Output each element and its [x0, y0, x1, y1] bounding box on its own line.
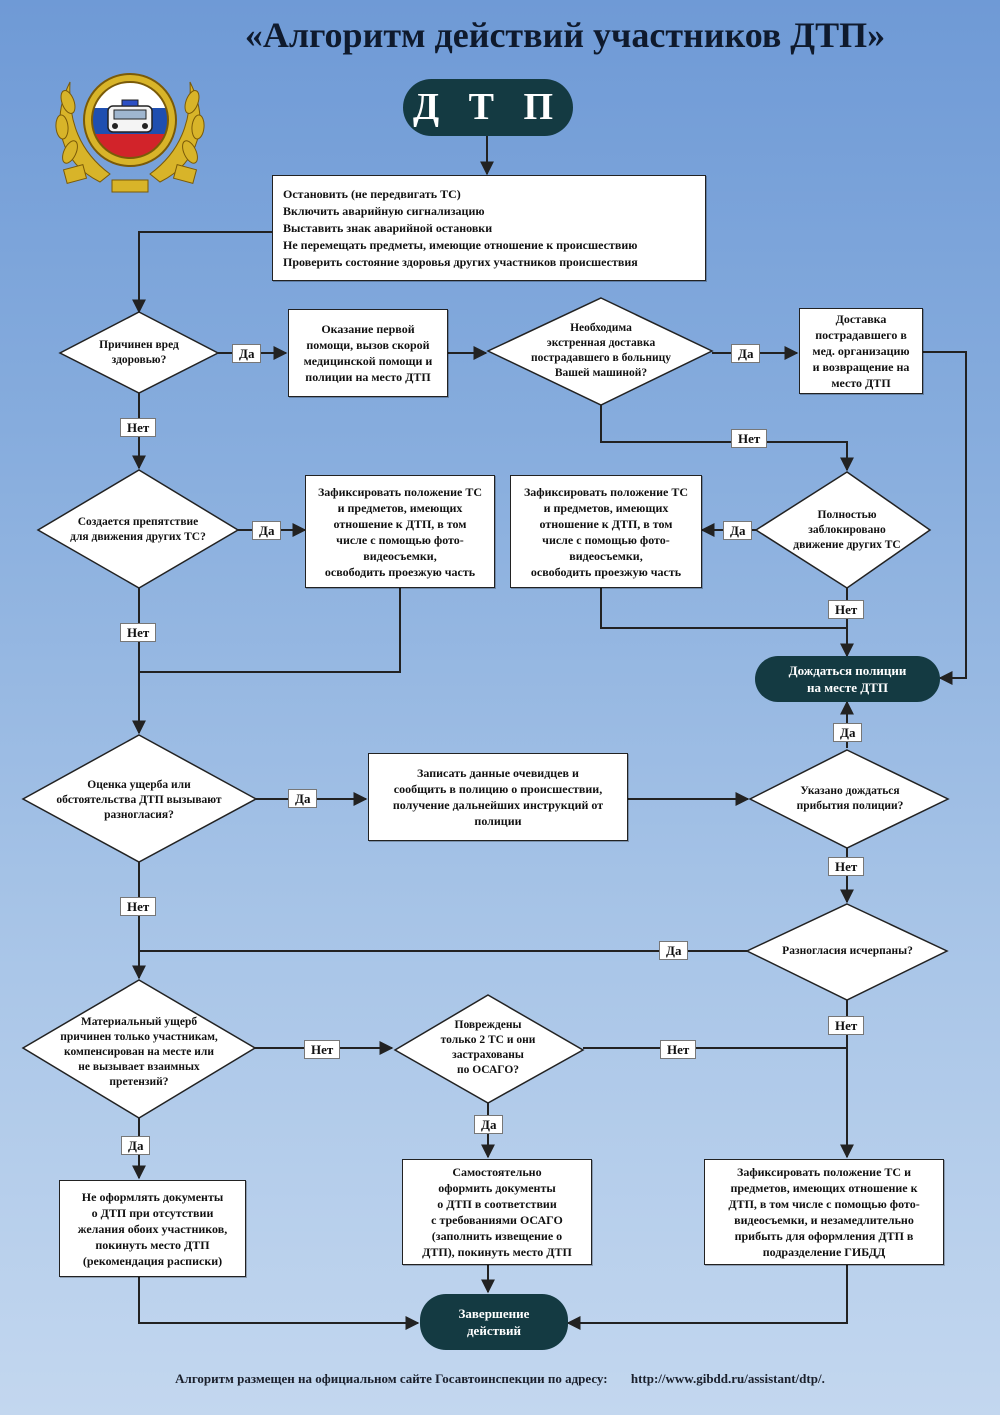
decision-diamond-blocked [754, 471, 932, 589]
label-no: Нет [731, 429, 768, 448]
decision-diamond-emergency [486, 297, 714, 406]
wait-police-terminal: Дождаться полиции на месте ДТП [755, 656, 940, 702]
page-title: «Алгоритм действий участников ДТП» [244, 15, 886, 55]
decision-blocked-text: Полностью заблокировано движение других … [793, 508, 901, 551]
fix-and-go-gibdd-box: Зафиксировать положение ТС и предметов, … [704, 1159, 944, 1265]
label-yes: Да [252, 521, 282, 540]
decision-diamond-wait-told [748, 749, 950, 849]
decision-diamond-harm [58, 311, 220, 394]
label-no: Нет [120, 897, 157, 916]
decision-wait-told-text: Указано дождаться прибытия полиции? [796, 785, 904, 812]
no-documents-box: Не оформлять документы о ДТП при отсутст… [59, 1180, 246, 1277]
label-yes: Да [833, 723, 863, 742]
label-no: Нет [120, 418, 157, 437]
end-terminal: Завершение действий [420, 1294, 568, 1350]
self-documents-box: Самостоятельно оформить документы о ДТП … [402, 1159, 592, 1265]
label-yes: Да [232, 344, 262, 363]
decision-two-cars-text: Повреждены только 2 ТС и они застрахован… [440, 1019, 536, 1076]
decision-diamond-resolved [745, 903, 949, 1001]
footer-url-link[interactable]: http://www.gibdd.ru/assistant/dtp/. [630, 1371, 825, 1386]
footer-text: Алгоритм размещен на официальном сайте Г… [175, 1371, 608, 1386]
label-yes: Да [731, 344, 761, 363]
label-no: Нет [660, 1040, 697, 1059]
footer: Алгоритм размещен на официальном сайте Г… [0, 1371, 1000, 1387]
label-yes: Да [121, 1136, 151, 1155]
label-no: Нет [828, 600, 865, 619]
initial-actions-box: Остановить (не передвигать ТС) Включить … [272, 175, 706, 281]
decision-obstacle-text: Создается препятствие для движения други… [70, 516, 206, 543]
decision-diamond-two-cars [393, 994, 585, 1104]
decision-emergency-text: Необходима экстренная доставка пострадав… [530, 322, 671, 379]
deliver-victim-box: Доставка пострадавшего в мед. организаци… [799, 308, 923, 394]
label-yes: Да [288, 789, 318, 808]
fix-and-clear-box-2: Зафиксировать положение ТС и предметов, … [510, 475, 702, 588]
start-terminal: Д Т П [403, 79, 573, 136]
label-no: Нет [828, 857, 865, 876]
decision-diamond-material [21, 979, 257, 1119]
record-witnesses-box: Записать данные очевидцев и сообщить в п… [368, 753, 628, 841]
label-no: Нет [120, 623, 157, 642]
label-no: Нет [304, 1040, 341, 1059]
label-yes: Да [659, 941, 689, 960]
decision-diamond-dispute [21, 734, 258, 863]
fix-and-clear-box: Зафиксировать положение ТС и предметов, … [305, 475, 495, 588]
decision-dispute-text: Оценка ущерба или обстоятельства ДТП выз… [56, 778, 222, 821]
decision-diamond-obstacle [36, 469, 240, 589]
decision-material-text: Материальный ущерб причинен только участ… [60, 1015, 218, 1088]
decision-harm-text: Причинен вред здоровью? [99, 339, 179, 366]
label-no: Нет [828, 1016, 865, 1035]
label-yes: Да [474, 1115, 504, 1134]
first-aid-box: Оказание первой помощи, вызов скорой мед… [288, 309, 448, 397]
label-yes: Да [723, 521, 753, 540]
traffic-police-emblem [55, 73, 205, 193]
decision-resolved-text: Разногласия исчерпаны? [782, 944, 913, 957]
